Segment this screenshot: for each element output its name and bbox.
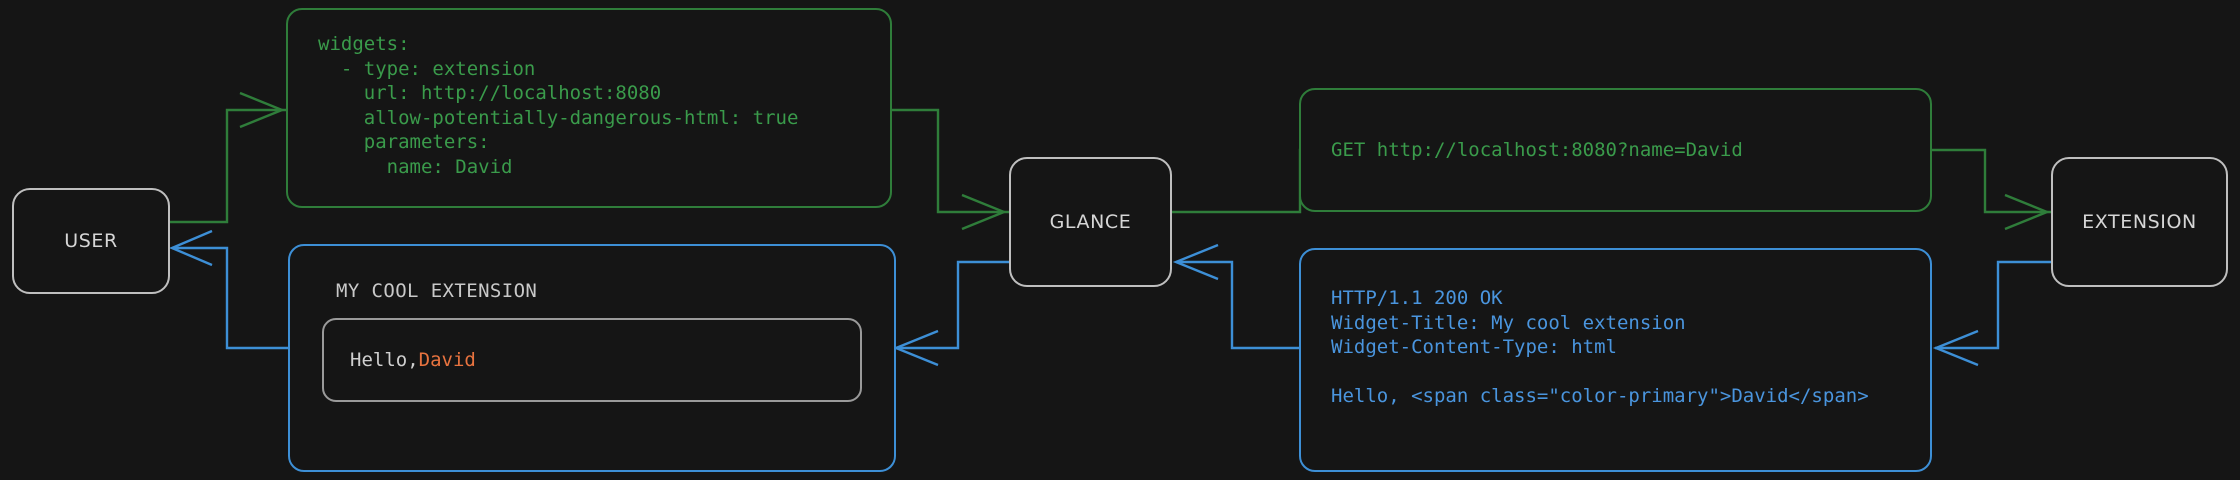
widget-preview-greeting: Hello,: [350, 349, 419, 371]
node-extension-label: EXTENSION: [2082, 211, 2197, 233]
config-yaml-code: widgets: - type: extension url: http://l…: [318, 33, 799, 178]
wire-extension-to-response: [1932, 260, 2051, 367]
node-user[interactable]: USER: [12, 188, 170, 294]
wire-glance-to-widget: [892, 260, 1009, 367]
card-widget-preview[interactable]: MY COOL EXTENSION Hello, David: [288, 244, 896, 472]
http-response-code: HTTP/1.1 200 OK Widget-Title: My cool ex…: [1331, 287, 1869, 407]
node-glance-label: GLANCE: [1049, 211, 1132, 233]
card-http-request[interactable]: GET http://localhost:8080?name=David: [1299, 88, 1932, 212]
wire-config-to-glance: [892, 108, 1009, 231]
widget-preview-title: MY COOL EXTENSION: [336, 280, 538, 302]
card-config-yaml[interactable]: widgets: - type: extension url: http://l…: [286, 8, 892, 208]
wire-response-to-glance: [1172, 243, 1300, 350]
wire-user-to-config: [170, 91, 286, 224]
wire-request-to-extension: [1932, 148, 2051, 231]
node-glance[interactable]: GLANCE: [1009, 157, 1172, 287]
node-user-label: USER: [64, 230, 118, 252]
wire-widget-to-user: [168, 229, 288, 350]
node-extension[interactable]: EXTENSION: [2051, 157, 2228, 287]
http-request-code: GET http://localhost:8080?name=David: [1331, 138, 1743, 161]
card-http-response[interactable]: HTTP/1.1 200 OK Widget-Title: My cool ex…: [1299, 248, 1932, 472]
widget-preview-body: Hello, David: [322, 318, 862, 402]
widget-preview-name: David: [418, 349, 476, 371]
